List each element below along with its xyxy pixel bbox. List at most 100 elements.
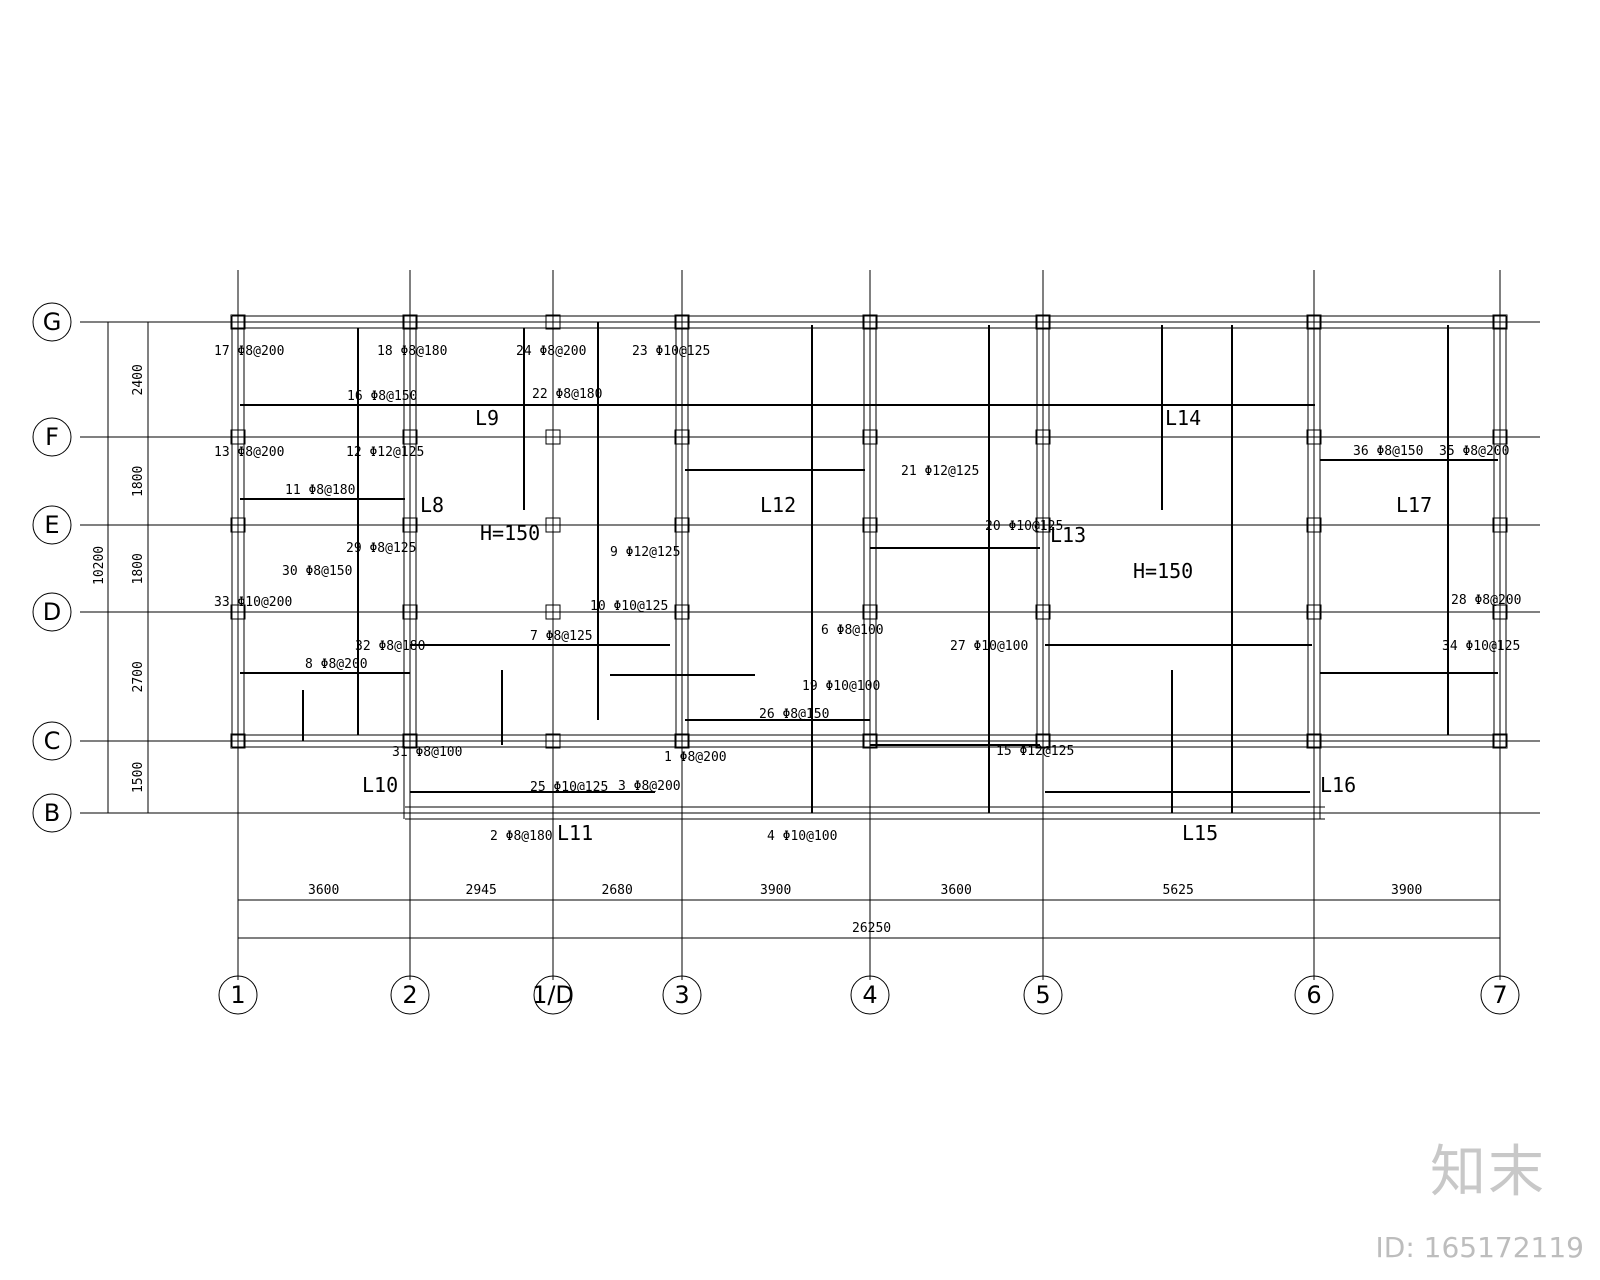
rebar-spec: 21 Φ12@125: [901, 464, 979, 479]
axis-bubble-2: [390, 975, 430, 1015]
axis-bubble-B: [32, 793, 72, 833]
rebar-spec: 23 Φ10@125: [632, 344, 710, 359]
column: [545, 429, 561, 445]
rebar-spec: 33 Φ10@200: [214, 595, 292, 610]
column: [230, 604, 246, 620]
column: [402, 429, 418, 445]
column: [1492, 314, 1508, 330]
column: [545, 314, 561, 330]
column: [1035, 604, 1051, 620]
col-spacing: 2680: [602, 883, 633, 898]
column: [402, 517, 418, 533]
column: [1492, 517, 1508, 533]
axis-label-C: C: [44, 727, 61, 755]
rebar-spec: 35 Φ8@200: [1439, 444, 1509, 459]
row-spacing: 1800: [131, 553, 146, 584]
column: [402, 604, 418, 620]
watermark-logo: 知末: [1430, 1140, 1546, 1205]
rebar-spec: 9 Φ12@125: [610, 545, 680, 560]
rebar-spec: 20 Φ10@125: [985, 519, 1063, 534]
column: [545, 517, 561, 533]
axis-label-6: 6: [1306, 981, 1321, 1009]
axis-bubble-3: [662, 975, 702, 1015]
rebar-spec: 27 Φ10@100: [950, 639, 1028, 654]
beam-label: L10: [362, 773, 398, 797]
rebar-spec: 25 Φ10@125: [530, 780, 608, 795]
annotation-labels: L8L9L10L11L12L13L14L15L16L17H=150H=15017…: [214, 344, 1521, 845]
column: [545, 733, 561, 749]
rebar-spec: 8 Φ8@200: [305, 657, 368, 672]
column: [1492, 733, 1508, 749]
rebar-spec: 11 Φ8@180: [285, 483, 355, 498]
axis-label-7: 7: [1492, 981, 1507, 1009]
axis-bubble-7: [1480, 975, 1520, 1015]
rebar-spec: 19 Φ10@100: [802, 679, 880, 694]
column: [230, 314, 246, 330]
axis-label-4: 4: [862, 981, 877, 1009]
axis-label-E: E: [44, 511, 59, 539]
column: [1492, 429, 1508, 445]
rebar-spec: 26 Φ8@150: [759, 707, 829, 722]
beam-label: L8: [420, 493, 444, 517]
beam-label: L11: [557, 821, 593, 845]
axis-bubble-1/D: [533, 975, 573, 1015]
rebar-spec: 24 Φ8@200: [516, 344, 586, 359]
row-spacing: 1500: [131, 762, 146, 793]
axis-bubble-E: [32, 505, 72, 545]
column: [1306, 429, 1322, 445]
column: [862, 314, 878, 330]
rebar-spec: 12 Φ12@125: [346, 445, 424, 460]
axis-bubble-D: [32, 592, 72, 632]
column: [862, 733, 878, 749]
rebar-spec: 15 Φ12@125: [996, 744, 1074, 759]
axis-bubble-5: [1023, 975, 1063, 1015]
rebar-spec: 6 Φ8@100: [821, 623, 884, 638]
rebar-spec: 10 Φ10@125: [590, 599, 668, 614]
col-spacing: 3900: [760, 883, 791, 898]
row-spacing: 1800: [131, 466, 146, 497]
column: [230, 733, 246, 749]
row-spacing: 2700: [131, 661, 146, 692]
axis-label-1: 1: [230, 981, 245, 1009]
column: [862, 517, 878, 533]
axis-bubble-F: [32, 417, 72, 457]
rebar-lines: [240, 322, 1498, 813]
axis-label-F: F: [45, 423, 59, 451]
column: [1306, 733, 1322, 749]
axis-bubble-1: [218, 975, 258, 1015]
axis-bubble-G: [32, 302, 72, 342]
axis-label-D: D: [43, 598, 61, 626]
axis-bubble-C: [32, 721, 72, 761]
rebar-spec: 32 Φ8@180: [355, 639, 425, 654]
rebar-spec: 31 Φ8@100: [392, 745, 462, 760]
column: [1306, 604, 1322, 620]
column: [1306, 314, 1322, 330]
beam-label: L14: [1165, 406, 1201, 430]
column: [862, 429, 878, 445]
column: [674, 604, 690, 620]
column: [862, 604, 878, 620]
rebar-spec: 29 Φ8@125: [346, 541, 416, 556]
axis-bubble-6: [1294, 975, 1334, 1015]
rebar-spec: 4 Φ10@100: [767, 829, 837, 844]
column: [1492, 604, 1508, 620]
column: [1035, 733, 1051, 749]
column: [674, 314, 690, 330]
col-spacing: 3600: [941, 883, 972, 898]
axis-label-3: 3: [674, 981, 689, 1009]
column: [674, 517, 690, 533]
col-spacing: 2945: [466, 883, 497, 898]
column: [674, 429, 690, 445]
rebar-spec: 17 Φ8@200: [214, 344, 284, 359]
column: [230, 429, 246, 445]
rebar-spec: 28 Φ8@200: [1451, 593, 1521, 608]
col-spacing: 5625: [1163, 883, 1194, 898]
column: [402, 314, 418, 330]
column: [230, 517, 246, 533]
axis-label-1/D: 1/D: [532, 981, 574, 1009]
beam-label: L12: [760, 493, 796, 517]
column: [1035, 517, 1051, 533]
